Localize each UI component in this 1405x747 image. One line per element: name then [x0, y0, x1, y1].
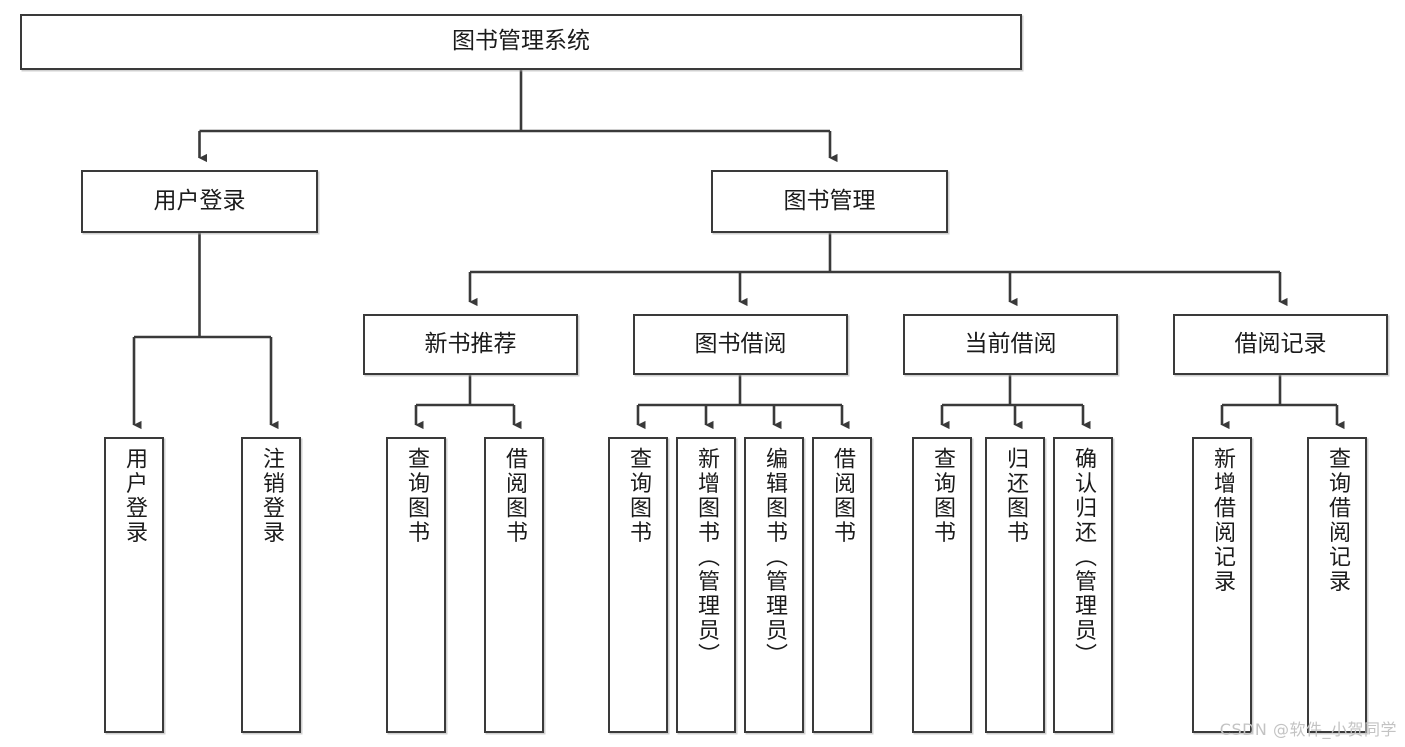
leaf-borrow-book-new[interactable]: 借阅图书: [484, 437, 544, 733]
node-borrow-record[interactable]: 借阅记录: [1173, 314, 1388, 375]
leaf-query-book-borrow[interactable]: 查询图书: [608, 437, 668, 733]
node-label: 借阅记录: [1234, 330, 1327, 357]
leaf-add-record[interactable]: 新增借阅记录: [1192, 437, 1252, 733]
node-book-management[interactable]: 图书管理: [711, 170, 948, 233]
leaf-logout[interactable]: 注销登录: [241, 437, 301, 733]
node-label: 用户登录: [153, 187, 246, 214]
leaf-query-book-new[interactable]: 查询图书: [386, 437, 446, 733]
node-book-borrow[interactable]: 图书借阅: [633, 314, 848, 375]
node-label: 用户登录: [122, 447, 147, 545]
node-label: 查询图书: [626, 447, 651, 545]
leaf-query-record[interactable]: 查询借阅记录: [1307, 437, 1367, 733]
csdn-watermark: CSDN @软件_小贺同学: [1219, 720, 1397, 739]
node-label: 归还图书: [1003, 447, 1028, 545]
leaf-borrow-book[interactable]: 借阅图书: [812, 437, 872, 733]
node-label: 查询图书: [404, 447, 429, 545]
leaf-return-book[interactable]: 归还图书: [985, 437, 1045, 733]
node-label: 注销登录: [259, 447, 284, 545]
node-user-login[interactable]: 用户登录: [81, 170, 318, 233]
node-label: 查询图书: [930, 447, 955, 545]
node-label: 新增借阅记录: [1210, 447, 1235, 594]
node-label: 编辑图书（管理员）: [762, 447, 787, 668]
leaf-confirm-return[interactable]: 确认归还（管理员）: [1053, 437, 1113, 733]
node-label: 图书管理: [783, 187, 876, 214]
node-new-book-recommend[interactable]: 新书推荐: [363, 314, 578, 375]
node-label: 借阅图书: [502, 447, 527, 545]
leaf-add-book[interactable]: 新增图书（管理员）: [676, 437, 736, 733]
node-label: 新增图书（管理员）: [694, 447, 719, 668]
node-root-system[interactable]: 图书管理系统: [20, 14, 1022, 70]
node-label: 图书借阅: [694, 330, 787, 357]
leaf-query-book-current[interactable]: 查询图书: [912, 437, 972, 733]
node-current-borrow[interactable]: 当前借阅: [903, 314, 1118, 375]
node-label: 借阅图书: [830, 447, 855, 545]
node-label: 确认归还（管理员）: [1071, 447, 1096, 668]
node-label: 新书推荐: [424, 330, 517, 357]
leaf-user-login[interactable]: 用户登录: [104, 437, 164, 733]
node-label: 查询借阅记录: [1325, 447, 1350, 594]
node-label: 当前借阅: [964, 330, 1057, 357]
leaf-edit-book[interactable]: 编辑图书（管理员）: [744, 437, 804, 733]
node-label: 图书管理系统: [452, 28, 590, 55]
